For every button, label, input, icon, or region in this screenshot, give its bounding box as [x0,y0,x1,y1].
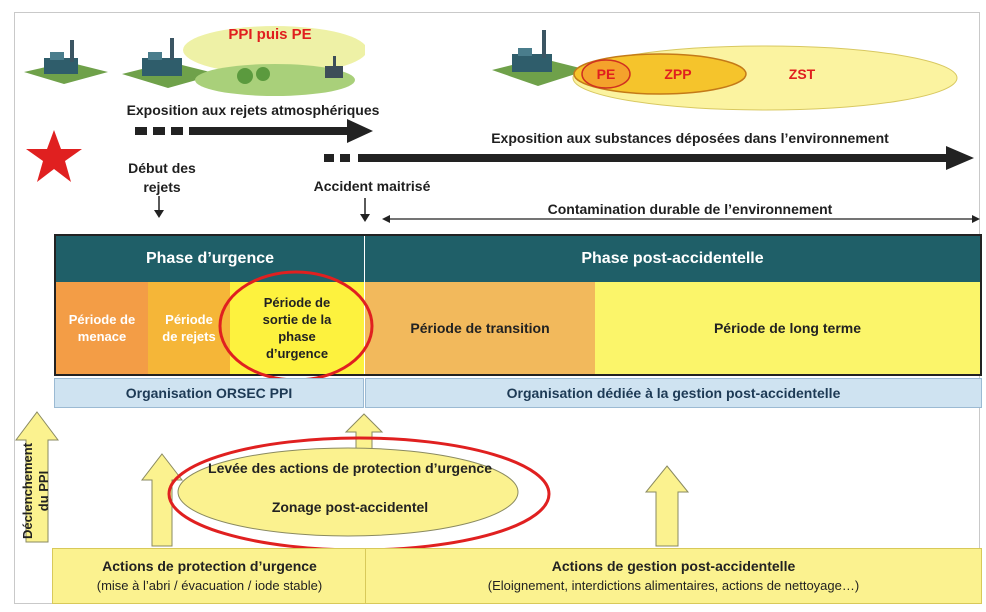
actions-post-box: Actions de gestion post-accidentelle (El… [365,548,982,604]
up-arrow-urgence [140,453,184,547]
debut-rejets-arrow [154,196,164,218]
nuclear-plant-icon [24,40,108,84]
contamination-arrow [382,215,980,223]
debut-rejets-label: Début des rejets [128,160,196,195]
phase-table [54,234,982,376]
actions-post-detail: (Eloignement, interdictions alimentaires… [487,578,860,593]
exposure-env-arrow [324,146,974,170]
zone-zpp-label: ZPP [664,66,692,82]
levee-line2: Zonage post-accidentel [271,499,429,515]
period-menace: Période de menace [56,282,148,374]
period-long-terme: Période de long terme [595,282,980,374]
period-sortie: Période de sortie de la phase d’urgence [230,282,364,374]
actions-urgence-detail: (mise à l’abri / évacuation / iode stabl… [96,578,323,593]
actions-urgence-title: Actions de protection d’urgence [102,558,317,574]
declenchement-arrow [15,411,59,543]
organisation-post: Organisation dédiée à la gestion post-ac… [365,378,982,408]
declenchement-label: Déclenchement du PPI [20,442,51,540]
accident-star-icon [26,130,82,182]
up-arrow-post [644,465,690,547]
highlight-circle [218,270,374,382]
exposure-env-label: Exposition aux substances déposées dans … [491,130,889,146]
organisation-orsec: Organisation ORSEC PPI [54,378,364,408]
contamination-label: Contamination durable de l’environnement [480,201,900,217]
zone-pe-shape [581,59,631,89]
accident-maitrise-arrow [360,198,370,222]
zone-zst-label: ZST [788,66,816,82]
actions-urgence-box: Actions de protection d’urgence (mise à … [52,548,367,604]
nuclear-plant-icon [122,38,218,88]
zone-pe-label: PE [596,66,616,82]
exposure-atmo-label: Exposition aux rejets atmosphériques [126,102,380,118]
levee-line1: Levée des actions de protection d’urgenc… [208,460,492,476]
actions-post-title: Actions de gestion post-accidentelle [551,558,796,574]
nuclear-plant-icon [492,30,588,86]
period-rejets: Période de rejets [148,282,230,374]
period-transition: Période de transition [365,282,595,374]
phase-post-header: Phase post-accidentelle [365,236,980,282]
accident-maitrise-label: Accident maitrisé [313,178,431,194]
plume-landscape-icon [183,26,365,96]
exposure-atmo-arrow [135,119,373,143]
ppi-pe-label: PPI puis PE [228,26,312,43]
zones-diagram [572,45,958,111]
levee-ellipse [167,436,551,552]
